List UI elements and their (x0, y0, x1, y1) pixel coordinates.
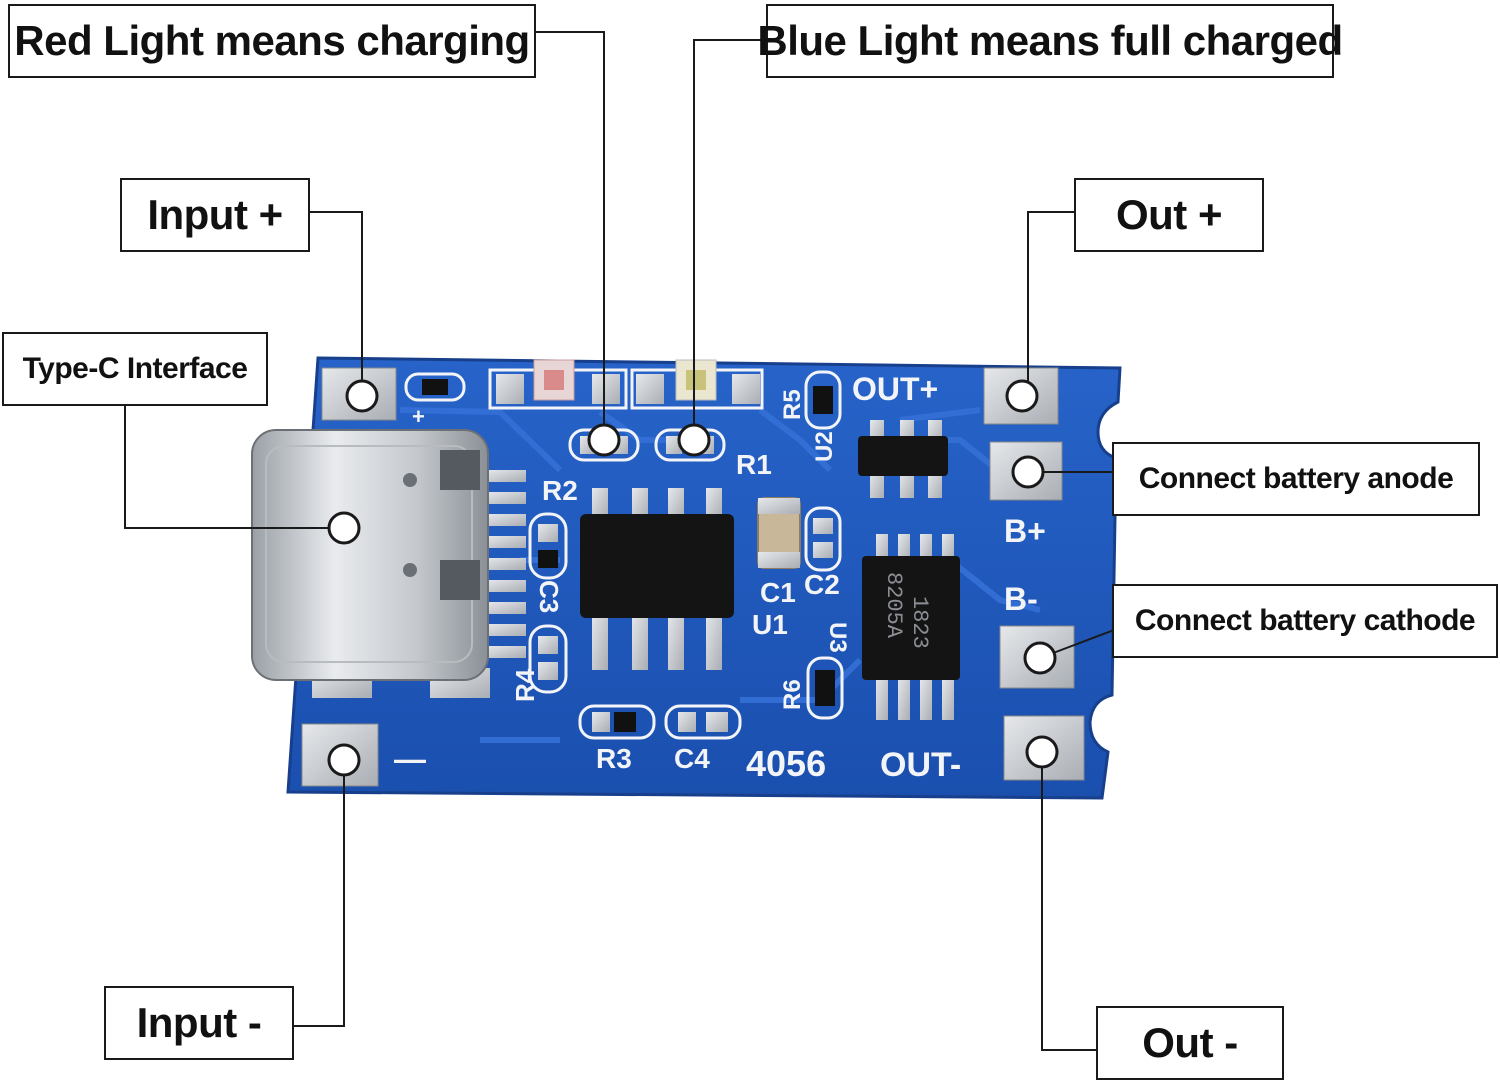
led-charging (488, 359, 628, 410)
ic-u2-protection (858, 420, 948, 498)
silk-r2: R2 (542, 475, 578, 506)
silk-plus-mark: + (412, 404, 425, 429)
resistor-r3 (578, 704, 656, 740)
silk-r1: R1 (736, 449, 772, 480)
silk-r5: R5 (779, 389, 806, 420)
marker-blue-led (677, 423, 711, 457)
marker-input-minus (327, 743, 361, 777)
silk-minus-pad: — (394, 741, 426, 777)
marker-out-plus (1005, 379, 1039, 413)
silk-out-plus: OUT+ (852, 371, 938, 407)
callout-out-plus: Out + (1074, 178, 1264, 252)
callout-out-minus: Out - (1096, 1006, 1284, 1080)
marker-b-plus (1011, 455, 1045, 489)
capacitor-c4 (664, 704, 742, 740)
silk-b-minus: B- (1004, 581, 1038, 617)
silkscreen-labels: OUT+ OUT- B+ B- 4056 — R1 R2 R3 R4 R5 R6… (394, 371, 1046, 784)
resistor-r6 (806, 656, 844, 720)
marker-input-plus (345, 379, 379, 413)
silk-r4: R4 (510, 668, 540, 702)
silk-u3: U3 (824, 622, 851, 653)
callout-blue-light: Blue Light means full charged (757, 4, 1343, 78)
silk-c1: C1 (760, 577, 796, 608)
connector-pins (486, 470, 526, 658)
silk-r6: R6 (779, 679, 806, 710)
mosfet-marking-2: 1823 (907, 596, 932, 649)
silk-chip-id: 4056 (746, 743, 826, 784)
marker-b-minus (1023, 641, 1057, 675)
silk-c3: C3 (534, 580, 564, 613)
leader-lines (124, 31, 1115, 1051)
capacitor-c3 (528, 512, 568, 580)
resistor-r4 (528, 624, 568, 694)
led-full (630, 359, 764, 410)
callout-battery-anode: Connect battery anode (1112, 442, 1480, 516)
silk-b-plus: B+ (1004, 513, 1046, 549)
marker-out-minus (1025, 735, 1059, 769)
callout-input-plus: Input + (120, 178, 310, 252)
marker-red-led (587, 423, 621, 457)
callout-type-c: Type-C Interface (2, 332, 268, 406)
silk-r3: R3 (596, 743, 632, 774)
resistor-small-top (404, 372, 466, 402)
capacitor-c2 (804, 506, 842, 572)
marker-type-c (327, 511, 361, 545)
silk-c2: C2 (804, 569, 840, 600)
silk-out-minus: OUT- (880, 746, 961, 784)
callout-markers (327, 379, 1059, 777)
usb-type-c-connector (251, 429, 526, 698)
silk-u1: U1 (752, 609, 788, 640)
callout-red-light: Red Light means charging (8, 4, 536, 78)
ic-u3-mosfet: 8205A 1823 (862, 534, 960, 720)
capacitor-c1 (757, 497, 801, 569)
callout-battery-cathode: Connect battery cathode (1112, 584, 1498, 658)
mosfet-marking-1: 8205A (881, 572, 906, 639)
silk-u2: U2 (811, 431, 838, 462)
resistor-r5 (804, 370, 842, 430)
silk-c4: C4 (674, 743, 710, 774)
ic-u1-charger (580, 488, 734, 670)
callout-input-minus: Input - (104, 986, 294, 1060)
